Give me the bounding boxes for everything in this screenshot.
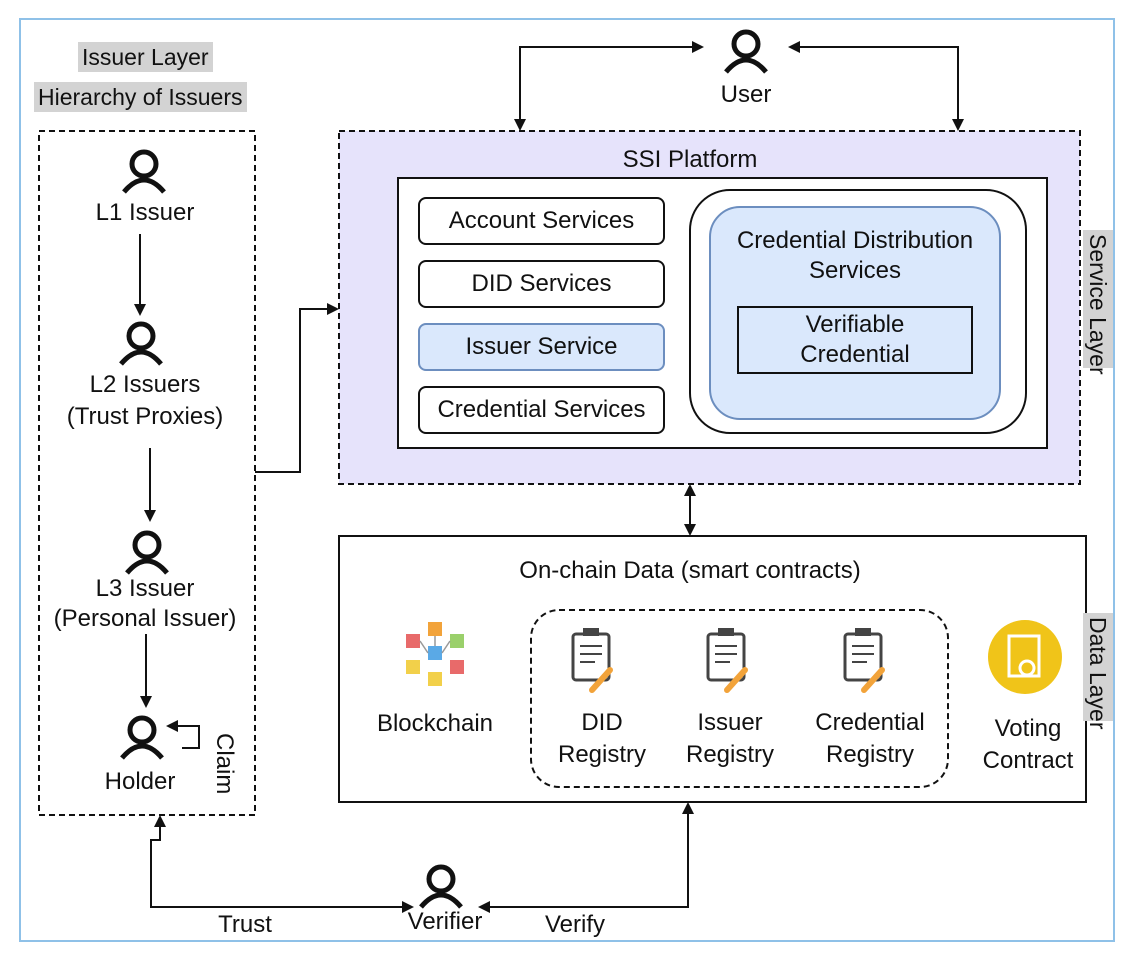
ssi-platform-title: SSI Platform: [622, 146, 758, 173]
verifiable-credential-sublabel: Credential: [800, 341, 910, 368]
l1-issuer-label: L1 Issuer: [95, 199, 195, 226]
on-chain-data-title: On-chain Data (smart contracts): [519, 557, 861, 584]
account-services-box: Account Services: [418, 197, 665, 245]
credential-registry-label: Credential: [815, 709, 925, 736]
holder-person-icon: [120, 715, 164, 760]
issuer-layer-title: Issuer Layer: [78, 42, 213, 72]
verify-label: Verify: [544, 911, 606, 938]
l2-issuer-label: L2 Issuers: [89, 371, 201, 398]
registry-group: [530, 609, 949, 788]
verifier-label: Verifier: [407, 908, 483, 935]
credential-registry-sublabel: Registry: [825, 741, 915, 768]
holder-label: Holder: [104, 768, 176, 795]
blockchain-icon: [406, 622, 464, 686]
diagram-frame: [19, 18, 1115, 942]
credential-services-box: Credential Services: [418, 386, 665, 434]
issuer-layer-container: [38, 130, 256, 816]
credential-distribution-label: Credential Distribution: [736, 227, 974, 254]
verifier-person-icon: [419, 864, 463, 909]
trust-label: Trust: [218, 911, 272, 938]
did-registry-icon: [571, 628, 613, 693]
issuer-registry-label: Issuer: [697, 709, 763, 736]
l3-issuer-person-icon: [125, 530, 169, 575]
issuer-hierarchy-subtitle: Hierarchy of Issuers: [34, 82, 247, 112]
blockchain-label: Blockchain: [376, 710, 494, 737]
l3-issuer-sublabel: (Personal Issuer): [53, 605, 237, 632]
service-layer-side-label: Service Layer: [1083, 230, 1113, 375]
l1-issuer-person-icon: [122, 149, 166, 194]
issuer-registry-sublabel: Registry: [685, 741, 775, 768]
voting-contract-icon: [988, 620, 1062, 694]
voting-contract-sublabel: Contract: [982, 747, 1074, 774]
verifiable-credential-label: Verifiable: [805, 311, 905, 338]
l2-issuer-sublabel: (Trust Proxies): [66, 403, 224, 430]
credential-registry-icon: [843, 628, 885, 693]
verifiable-credential-box: [737, 306, 973, 374]
l2-issuer-person-icon: [119, 321, 163, 366]
issuer-registry-icon: [706, 628, 748, 693]
user-person-icon: [724, 29, 768, 74]
did-registry-label: DID: [581, 709, 623, 736]
l3-issuer-label: L3 Issuer: [95, 575, 195, 602]
data-layer-side-label: Data Layer: [1083, 613, 1113, 730]
claim-label: Claim: [211, 733, 238, 795]
voting-contract-label: Voting: [994, 715, 1062, 742]
did-services-box: DID Services: [418, 260, 665, 308]
credential-distribution-sublabel: Services: [808, 257, 902, 284]
user-label: User: [720, 81, 772, 108]
did-registry-sublabel: Registry: [557, 741, 647, 768]
issuer-service-box: Issuer Service: [418, 323, 665, 371]
